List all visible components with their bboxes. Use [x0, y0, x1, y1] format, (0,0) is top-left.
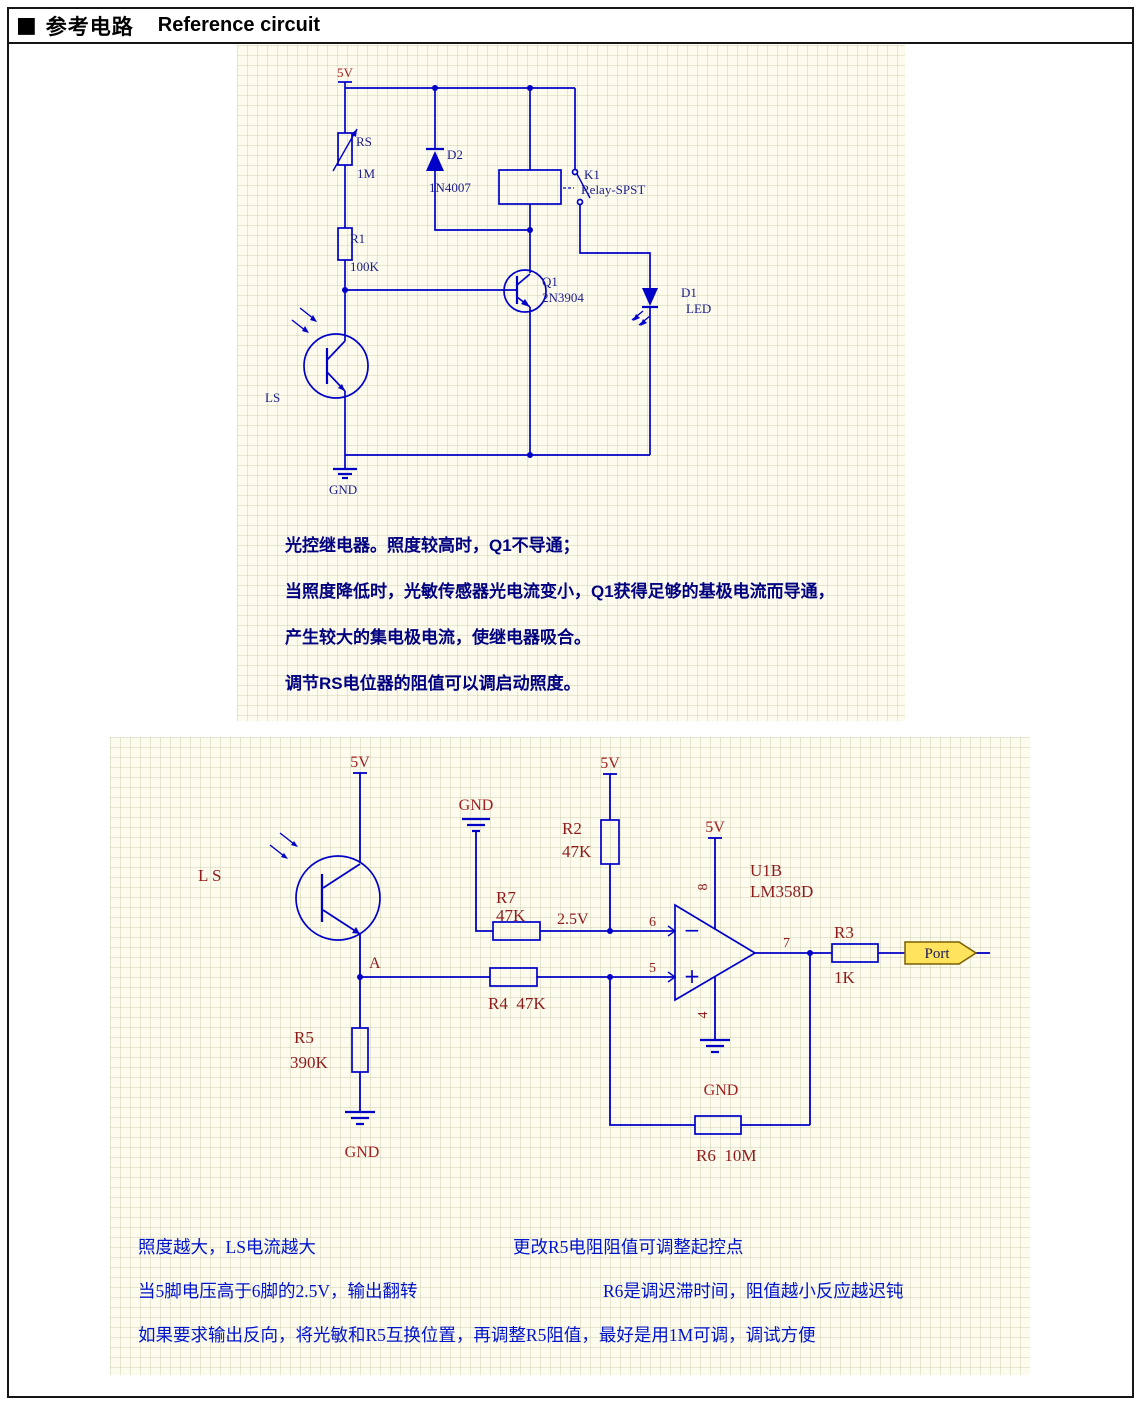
- net-label-gnd: GND: [329, 482, 357, 497]
- opamp-plus-sign: +: [684, 964, 701, 988]
- net-label-gnd-r5: GND: [345, 1144, 380, 1161]
- circuit1-junctions: [342, 85, 533, 458]
- note-line: 当照度降低时，光敏传感器光电流变小，Q1获得足够的基极电流而导通，: [285, 582, 835, 601]
- label-r3-value: 1K: [834, 968, 856, 987]
- label-r6-ref: R6 10M: [696, 1146, 756, 1165]
- opamp-u1b-symbol: − +: [667, 903, 757, 1002]
- page-title-en: Reference circuit: [157, 14, 321, 36]
- schematic-panel-comparator-circuit: − + Port 5V 5V 5V GND GND GND L S A R7 4…: [110, 737, 1030, 1375]
- resistor-r4-symbol: [489, 967, 538, 987]
- net-label-gnd-opamp: GND: [704, 1082, 739, 1099]
- section-bullet-icon: ■: [16, 12, 37, 38]
- label-d1-ref: D1: [681, 285, 697, 300]
- phototransistor-ls-symbol: [291, 307, 369, 399]
- label-r1-ref: R1: [350, 231, 365, 246]
- gnd-symbol-circuit1: [333, 467, 357, 480]
- label-d2-value: 1N4007: [429, 180, 471, 195]
- note-line: 如果要求输出反向，将光敏和R5互换位置，再调整R5阻值，最好是用1M可调，调试方…: [138, 1322, 903, 1347]
- note-segment: 当5脚电压高于6脚的2.5V，输出翻转: [138, 1281, 418, 1301]
- label-ls-ref: LS: [265, 390, 280, 405]
- circuit2-notes: 照度越大，LS电流越大 更改R5电阻阻值可调整起控点 当5脚电压高于6脚的2.5…: [138, 1234, 903, 1366]
- note-segment: R6是调迟滞时间，阻值越小反应越迟钝: [603, 1281, 904, 1301]
- pin-label-7: 7: [783, 936, 790, 951]
- pin-label-5: 5: [649, 961, 656, 976]
- label-d1-value: LED: [686, 301, 711, 316]
- port-label: Port: [924, 946, 950, 962]
- label-ls2-ref: L S: [198, 866, 221, 885]
- resistor-r2-symbol: [600, 819, 620, 865]
- net-label-5v-ls: 5V: [350, 754, 370, 771]
- comparator-circuit-svg: − + Port 5V 5V 5V GND GND GND L S A R7 4…: [198, 754, 990, 1165]
- label-r7-ref: R7: [496, 888, 516, 907]
- label-u1b-value: LM358D: [750, 882, 813, 901]
- label-r1-value: 100K: [350, 259, 380, 274]
- label-rs-ref: RS: [356, 134, 372, 149]
- note-segment: 更改R5电阻阻值可调整起控点: [513, 1237, 744, 1257]
- relay-k1-symbol: [498, 168, 591, 206]
- net-label-node-a: A: [369, 955, 381, 972]
- resistor-r6-symbol: [694, 1115, 742, 1135]
- transistor-q1-symbol: [503, 269, 547, 313]
- pin-label-8: 8: [696, 884, 711, 891]
- led-d1-symbol: [631, 288, 658, 326]
- circuit2-wires: [353, 772, 990, 1126]
- diode-d2-symbol: [426, 147, 444, 171]
- note-line: 光控继电器。照度较高时，Q1不导通；: [285, 536, 580, 555]
- label-r7-value: 47K: [496, 906, 526, 925]
- note-line: 产生较大的集电极电流，使继电器吸合。: [285, 628, 591, 647]
- page-title-cn: 参考电路: [45, 15, 134, 39]
- net-label-5v: 5V: [337, 65, 354, 80]
- opamp-minus-sign: −: [684, 918, 701, 942]
- label-r2-value: 47K: [562, 842, 592, 861]
- phototransistor-ls2-symbol: [269, 832, 381, 941]
- gnd-symbol-top: [462, 817, 490, 833]
- label-r4-ref: R4 47K: [488, 994, 546, 1013]
- net-label-gnd-top: GND: [459, 797, 494, 814]
- label-k1-ref: K1: [584, 167, 600, 182]
- label-d2-ref: D2: [447, 147, 463, 162]
- label-k1-value: Relay-SPST: [581, 182, 645, 197]
- gnd-symbol-r5: [345, 1110, 375, 1126]
- note-line: 照度越大，LS电流越大 更改R5电阻阻值可调整起控点: [138, 1234, 903, 1259]
- section-header: ■ 参考电路 Reference circuit: [9, 9, 1132, 44]
- net-label-5v-opamp: 5V: [705, 819, 725, 836]
- schematic-panel-relay-circuit: 5V RS 1M R1 100K D2 1N4007 K1 Relay-SPST…: [237, 45, 905, 721]
- pin-label-6: 6: [649, 915, 656, 930]
- label-q1-ref: Q1: [542, 274, 558, 289]
- resistor-r3-symbol: [831, 943, 879, 963]
- gnd-symbol-opamp: [700, 1038, 730, 1054]
- label-r5-value: 390K: [290, 1053, 329, 1072]
- resistor-r7-symbol: [492, 921, 541, 941]
- resistor-r5-symbol: [351, 1027, 369, 1073]
- label-r5-ref: R5: [294, 1028, 314, 1047]
- label-r2-ref: R2: [562, 819, 582, 838]
- resistor-r1-symbol: [337, 227, 353, 261]
- circuit1-notes: 光控继电器。照度较高时，Q1不导通； 当照度降低时，光敏传感器光电流变小，Q1获…: [285, 534, 835, 718]
- label-u1b-ref: U1B: [750, 861, 782, 880]
- page-frame: ■ 参考电路 Reference circuit: [7, 7, 1134, 1398]
- note-line: 当5脚电压高于6脚的2.5V，输出翻转 R6是调迟滞时间，阻值越小反应越迟钝: [138, 1278, 903, 1303]
- port-symbol: Port: [904, 941, 978, 965]
- note-segment: 如果要求输出反向，将光敏和R5互换位置，再调整R5阻值，最好是用1M可调，调试方…: [138, 1325, 816, 1345]
- circuit2-junctions: [357, 928, 813, 980]
- net-label-5v-r2: 5V: [600, 755, 620, 772]
- note-line: 调节RS电位器的阻值可以调启动照度。: [285, 674, 581, 693]
- circuit1-wires: [338, 81, 651, 469]
- label-r3-ref: R3: [834, 923, 854, 942]
- net-label-2v5: 2.5V: [557, 911, 589, 928]
- label-q1-value: 2N3904: [542, 290, 584, 305]
- pin-label-4: 4: [696, 1012, 711, 1019]
- potentiometer-rs-symbol: [332, 128, 358, 172]
- label-rs-value: 1M: [357, 166, 376, 181]
- relay-circuit-svg: 5V RS 1M R1 100K D2 1N4007 K1 Relay-SPST…: [265, 65, 711, 497]
- note-segment: 照度越大，LS电流越大: [138, 1237, 316, 1257]
